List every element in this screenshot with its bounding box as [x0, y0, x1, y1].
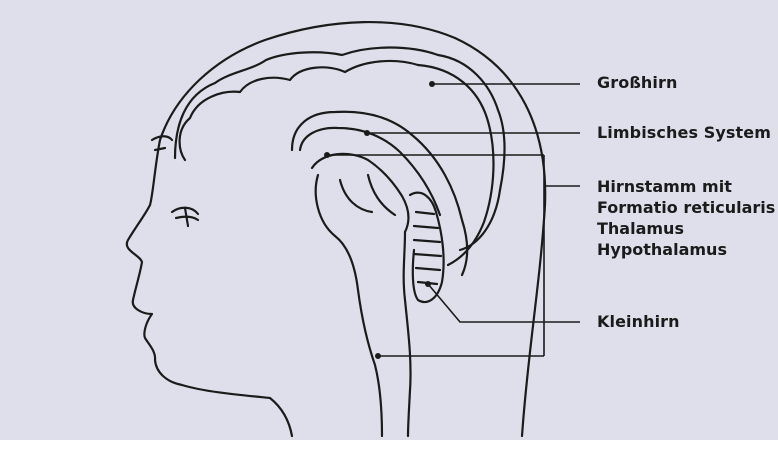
- cerebellum-folia: [414, 212, 441, 284]
- hair-strands: [152, 136, 172, 150]
- label-formatio-reticularis: Formatio reticularis: [597, 197, 775, 218]
- eye: [172, 208, 198, 226]
- label-limbisches-system: Limbisches System: [597, 123, 771, 143]
- leader-lines: [327, 84, 580, 356]
- brainstem-front: [316, 175, 382, 436]
- cerebrum-gyri: [180, 61, 418, 160]
- label-thalamus: Thalamus: [597, 218, 775, 239]
- label-kleinhirn: Kleinhirn: [597, 312, 680, 332]
- label-grosshirn: Großhirn: [597, 73, 677, 93]
- leader-dots: [324, 81, 435, 359]
- thalamus-outline: [312, 154, 408, 232]
- limbic-arch: [292, 112, 467, 275]
- label-hirnstamm: Hirnstamm mit: [597, 176, 775, 197]
- label-hypothalamus: Hypothalamus: [597, 239, 775, 260]
- brainstem-back: [404, 232, 411, 436]
- label-hirnstamm-group: Hirnstamm mit Formatio reticularis Thala…: [597, 176, 775, 260]
- cerebrum-outline: [175, 48, 505, 251]
- sulcus-2: [340, 180, 372, 212]
